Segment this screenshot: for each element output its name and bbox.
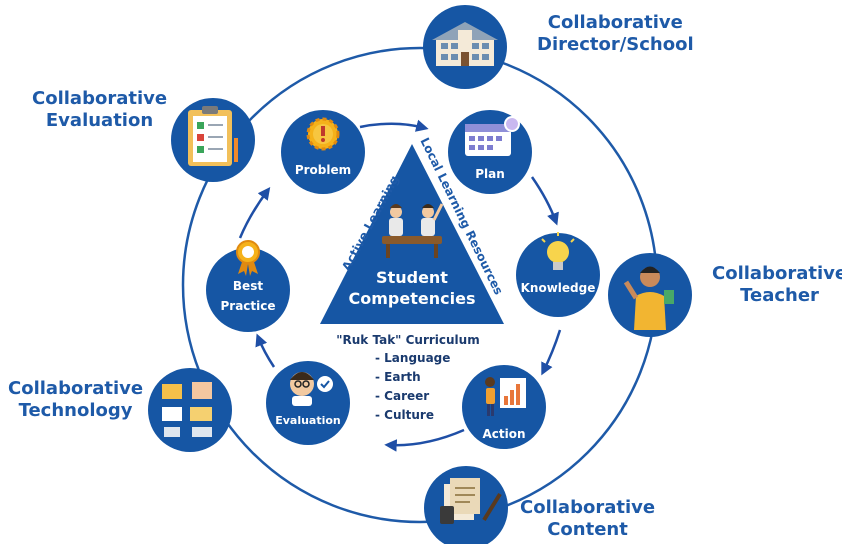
label-content: Collaborative Content (520, 497, 656, 540)
award-badge-icon (236, 240, 260, 276)
svg-text:Problem: Problem (295, 163, 351, 177)
arrow-knowledge-to-action (541, 329, 562, 376)
outer-node-content (424, 466, 508, 548)
triangle-line2: Competencies (349, 289, 476, 308)
label-evaluation: Collaborative Evaluation (32, 88, 168, 131)
clipboard-checklist-icon (188, 106, 238, 166)
node-best-practice: Best Practice (206, 240, 290, 332)
cycle-arrows (238, 119, 562, 452)
outer-node-technology (148, 368, 232, 452)
presenter-board-icon (485, 377, 526, 416)
curriculum-list: "Ruk Tak" Curriculum - Language - Earth … (336, 333, 479, 422)
arrow-action-to-evaluation (384, 428, 465, 452)
curriculum-item: - Career (375, 389, 429, 403)
curriculum-item: - Language (375, 351, 450, 365)
documents-pen-icon (440, 478, 502, 524)
arrow-problem-to-plan (359, 119, 429, 132)
evaluator-icon (290, 372, 333, 406)
svg-text:Evaluation: Evaluation (275, 414, 341, 427)
node-evaluation: Evaluation (266, 361, 350, 445)
devices-files-icon (162, 382, 212, 437)
arrow-plan-to-knowledge (530, 176, 559, 226)
school-building-icon (432, 22, 498, 66)
svg-text:Plan: Plan (475, 167, 505, 181)
lightbulb-icon (541, 232, 575, 270)
outer-node-evaluation (171, 98, 255, 182)
arrow-bestpractice-to-problem (238, 186, 271, 239)
svg-text:Practice: Practice (220, 299, 275, 313)
node-action: Action (462, 365, 546, 449)
node-plan: Plan (448, 110, 532, 194)
outer-node-director-school (423, 5, 507, 89)
node-knowledge: Knowledge (516, 232, 600, 317)
triangle-shape (320, 144, 504, 324)
curriculum-item: - Culture (375, 408, 434, 422)
svg-text:Action: Action (482, 427, 525, 441)
curriculum-item: - Earth (375, 370, 421, 384)
triangle-line1: Student (376, 268, 448, 287)
calendar-icon (465, 116, 520, 156)
students-at-desk-icon (382, 203, 444, 258)
teacher-icon (623, 266, 674, 330)
svg-text:Best: Best (233, 279, 263, 293)
label-director-school: Collaborative Director/School (537, 12, 694, 55)
gear-exclamation-icon (306, 117, 340, 151)
node-problem: Problem (281, 110, 365, 194)
arrow-evaluation-to-bestpractice (255, 333, 276, 368)
curriculum-title: "Ruk Tak" Curriculum (336, 333, 479, 347)
label-teacher: Collaborative Teacher (712, 263, 842, 306)
svg-text:Knowledge: Knowledge (521, 281, 596, 295)
outer-node-teacher (608, 253, 692, 337)
label-technology: Collaborative Technology (8, 378, 144, 421)
